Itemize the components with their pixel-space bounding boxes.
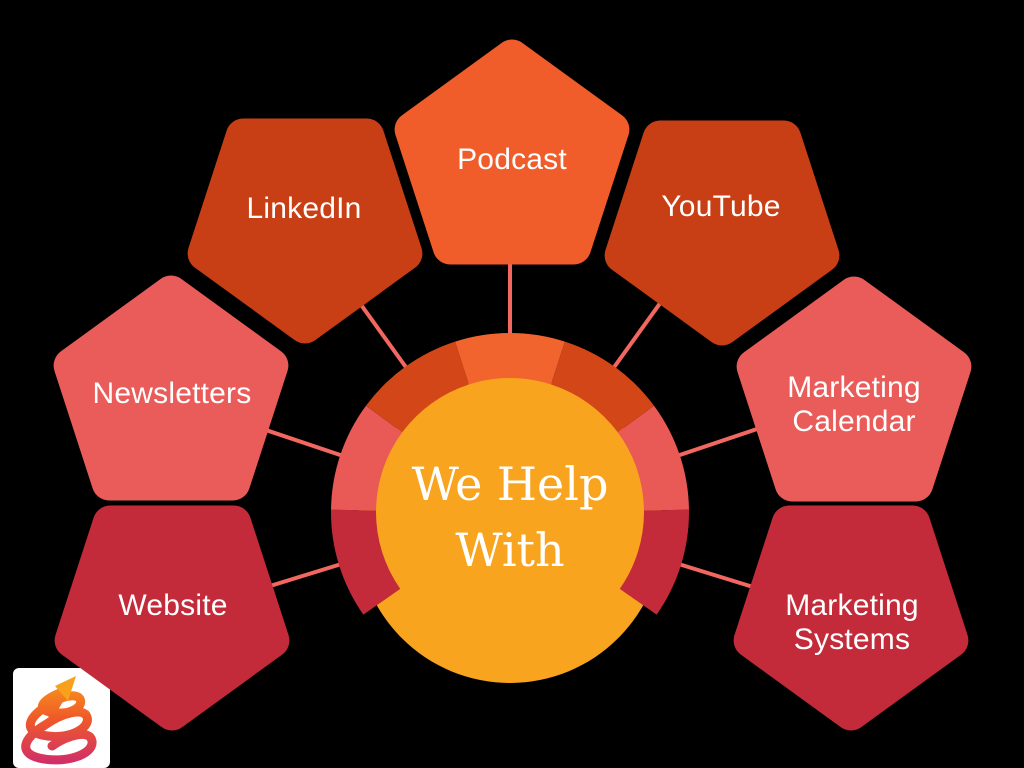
node-label-marketing-systems: Marketing Systems [785, 589, 919, 657]
ring-segment-youtube [551, 341, 655, 433]
ring-segment-marketing-systems [619, 509, 690, 615]
logo-arrow-head [55, 676, 76, 701]
connector-linkedin [351, 293, 416, 380]
node-label-linkedin: LinkedIn [246, 192, 362, 225]
node-label-marketing-calendar: Marketing Calendar [787, 371, 921, 439]
center-title-line1: We Help [411, 457, 609, 511]
logo-spiral-ribbon [21, 687, 97, 765]
node-linkedin [205, 136, 405, 326]
ring-segment-podcast [455, 332, 565, 385]
node-youtube [622, 138, 822, 328]
connector-lines [253, 244, 767, 593]
node-label-marketing-systems-line2: Systems [793, 623, 911, 656]
ring-segment-linkedin [365, 341, 469, 433]
node-label-marketing-systems-line1: Marketing [785, 589, 919, 622]
center-title-line2: With [455, 523, 565, 577]
node-label-podcast: Podcast [457, 143, 567, 176]
node-label-youtube: YouTube [661, 190, 781, 223]
ring-segment-newsletters [331, 405, 403, 511]
center-ring [330, 332, 690, 615]
connector-marketing-systems [667, 558, 767, 593]
connector-youtube [604, 293, 669, 380]
node-label-newsletters: Newsletters [92, 377, 252, 410]
ring-segment-website [330, 509, 401, 615]
center-title: We Help With [412, 451, 609, 583]
connector-marketing-calendar [665, 424, 765, 462]
ring-segment-marketing-calendar [617, 405, 689, 511]
company-logo [13, 668, 110, 768]
connector-newsletters [255, 424, 355, 462]
center-disc [357, 377, 663, 683]
node-label-marketing-calendar-line1: Marketing [787, 371, 921, 404]
node-label-website: Website [118, 589, 228, 622]
node-label-marketing-calendar-line2: Calendar [792, 405, 916, 438]
